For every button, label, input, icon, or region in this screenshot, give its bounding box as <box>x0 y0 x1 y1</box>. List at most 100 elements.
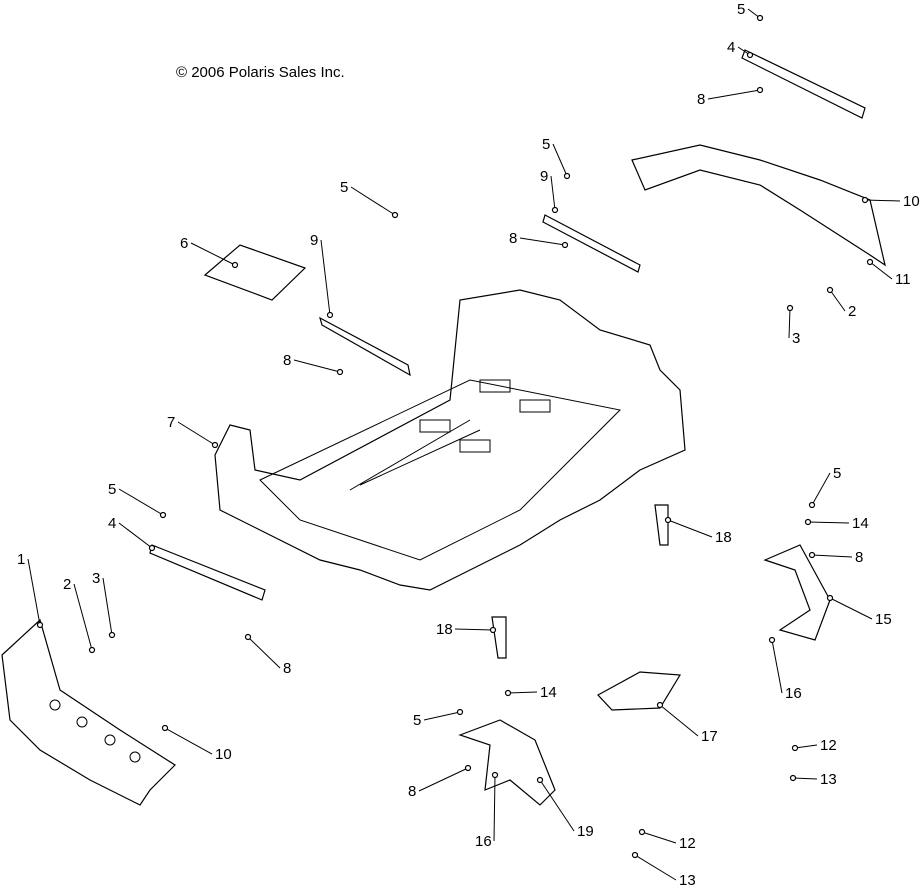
fastener-part <box>808 501 816 509</box>
bracket-18-lower <box>491 616 507 659</box>
fastener-part <box>826 594 834 602</box>
decal-6 <box>203 244 307 301</box>
fastener-part <box>161 724 169 732</box>
leader-line <box>792 777 818 780</box>
callout-2: 2 <box>63 576 71 593</box>
fastener-part <box>808 551 816 559</box>
leader-line <box>73 583 93 651</box>
fastener-part <box>148 544 156 552</box>
fastener-part <box>756 14 764 22</box>
mounting-bar-left <box>319 316 411 377</box>
callout-10: 10 <box>215 746 232 763</box>
callout-5: 5 <box>340 179 348 196</box>
leader-line <box>707 89 761 100</box>
leader-line <box>350 186 396 216</box>
fastener-part <box>536 776 544 784</box>
fastener-part <box>464 764 472 772</box>
leader-line <box>550 175 556 211</box>
fastener-part <box>791 744 799 752</box>
callout-5: 5 <box>542 136 550 153</box>
fastener-part <box>563 172 571 180</box>
callout-9: 9 <box>310 232 318 249</box>
leader-line <box>164 727 213 755</box>
bracket-left <box>149 544 266 601</box>
callout-15: 15 <box>875 611 892 628</box>
leader-line <box>864 199 901 202</box>
leader-line <box>27 558 41 626</box>
callout-8: 8 <box>855 549 863 566</box>
leader-line <box>418 767 469 792</box>
callout-8: 8 <box>283 660 291 677</box>
leader-line <box>507 691 538 694</box>
fastener-part <box>656 701 664 709</box>
callout-17: 17 <box>701 728 718 745</box>
leader-line <box>118 522 153 549</box>
fastener-part <box>826 286 834 294</box>
callout-5: 5 <box>737 1 745 18</box>
callout-18: 18 <box>715 529 732 546</box>
fastener-part <box>638 828 646 836</box>
callout-14: 14 <box>540 684 557 701</box>
callout-8: 8 <box>509 230 517 247</box>
leader-line <box>493 774 496 842</box>
fastener-part <box>866 258 874 266</box>
fastener-part <box>88 646 96 654</box>
fastener-part <box>861 196 869 204</box>
leader-line <box>788 307 791 339</box>
fastener-part <box>211 441 219 449</box>
leader-line <box>807 521 850 524</box>
callout-3: 3 <box>92 570 100 587</box>
callout-6: 6 <box>180 235 188 252</box>
bracket-18-upper <box>654 504 669 546</box>
fastener-part <box>756 86 764 94</box>
fastener-part <box>336 368 344 376</box>
pad-17 <box>597 671 682 711</box>
fastener-part <box>231 261 239 269</box>
leader-line <box>634 854 677 881</box>
callout-13: 13 <box>820 771 837 788</box>
fastener-part <box>159 511 167 519</box>
fastener-part <box>491 771 499 779</box>
bumper-rear-11 <box>631 144 886 267</box>
callout-12: 12 <box>820 737 837 754</box>
leader-line <box>811 472 831 506</box>
callout-4: 4 <box>727 39 735 56</box>
leader-line <box>454 628 494 631</box>
fastener-part <box>326 311 334 319</box>
leader-line <box>641 831 677 844</box>
callout-5: 5 <box>833 465 841 482</box>
callout-7: 7 <box>167 414 175 431</box>
copyright-text: © 2006 Polaris Sales Inc. <box>176 64 345 81</box>
callout-19: 19 <box>577 823 594 840</box>
callout-16: 16 <box>785 685 802 702</box>
callout-8: 8 <box>283 352 291 369</box>
callout-4: 4 <box>108 515 116 532</box>
leader-line <box>811 554 853 558</box>
fastener-part <box>551 206 559 214</box>
callout-11: 11 <box>895 271 911 288</box>
mounting-bar-right <box>542 214 641 273</box>
fastener-part <box>244 633 252 641</box>
fastener-part <box>664 516 672 524</box>
leader-lines <box>27 8 901 881</box>
fastener-part <box>561 241 569 249</box>
callout-12: 12 <box>679 835 696 852</box>
leader-line <box>552 143 568 177</box>
bumper-front-1 <box>1 618 176 806</box>
leader-line <box>794 744 818 749</box>
callout-8: 8 <box>697 91 705 108</box>
leader-line <box>829 289 846 312</box>
leader-line <box>247 636 281 669</box>
fastener-part <box>391 211 399 219</box>
callout-14: 14 <box>852 515 869 532</box>
callout-9: 9 <box>540 168 548 185</box>
leader-line <box>293 359 341 373</box>
leader-line <box>320 239 331 316</box>
leader-line <box>118 488 164 516</box>
leader-line <box>869 261 893 280</box>
leader-line <box>667 519 713 538</box>
callout-18: 18 <box>436 621 453 638</box>
